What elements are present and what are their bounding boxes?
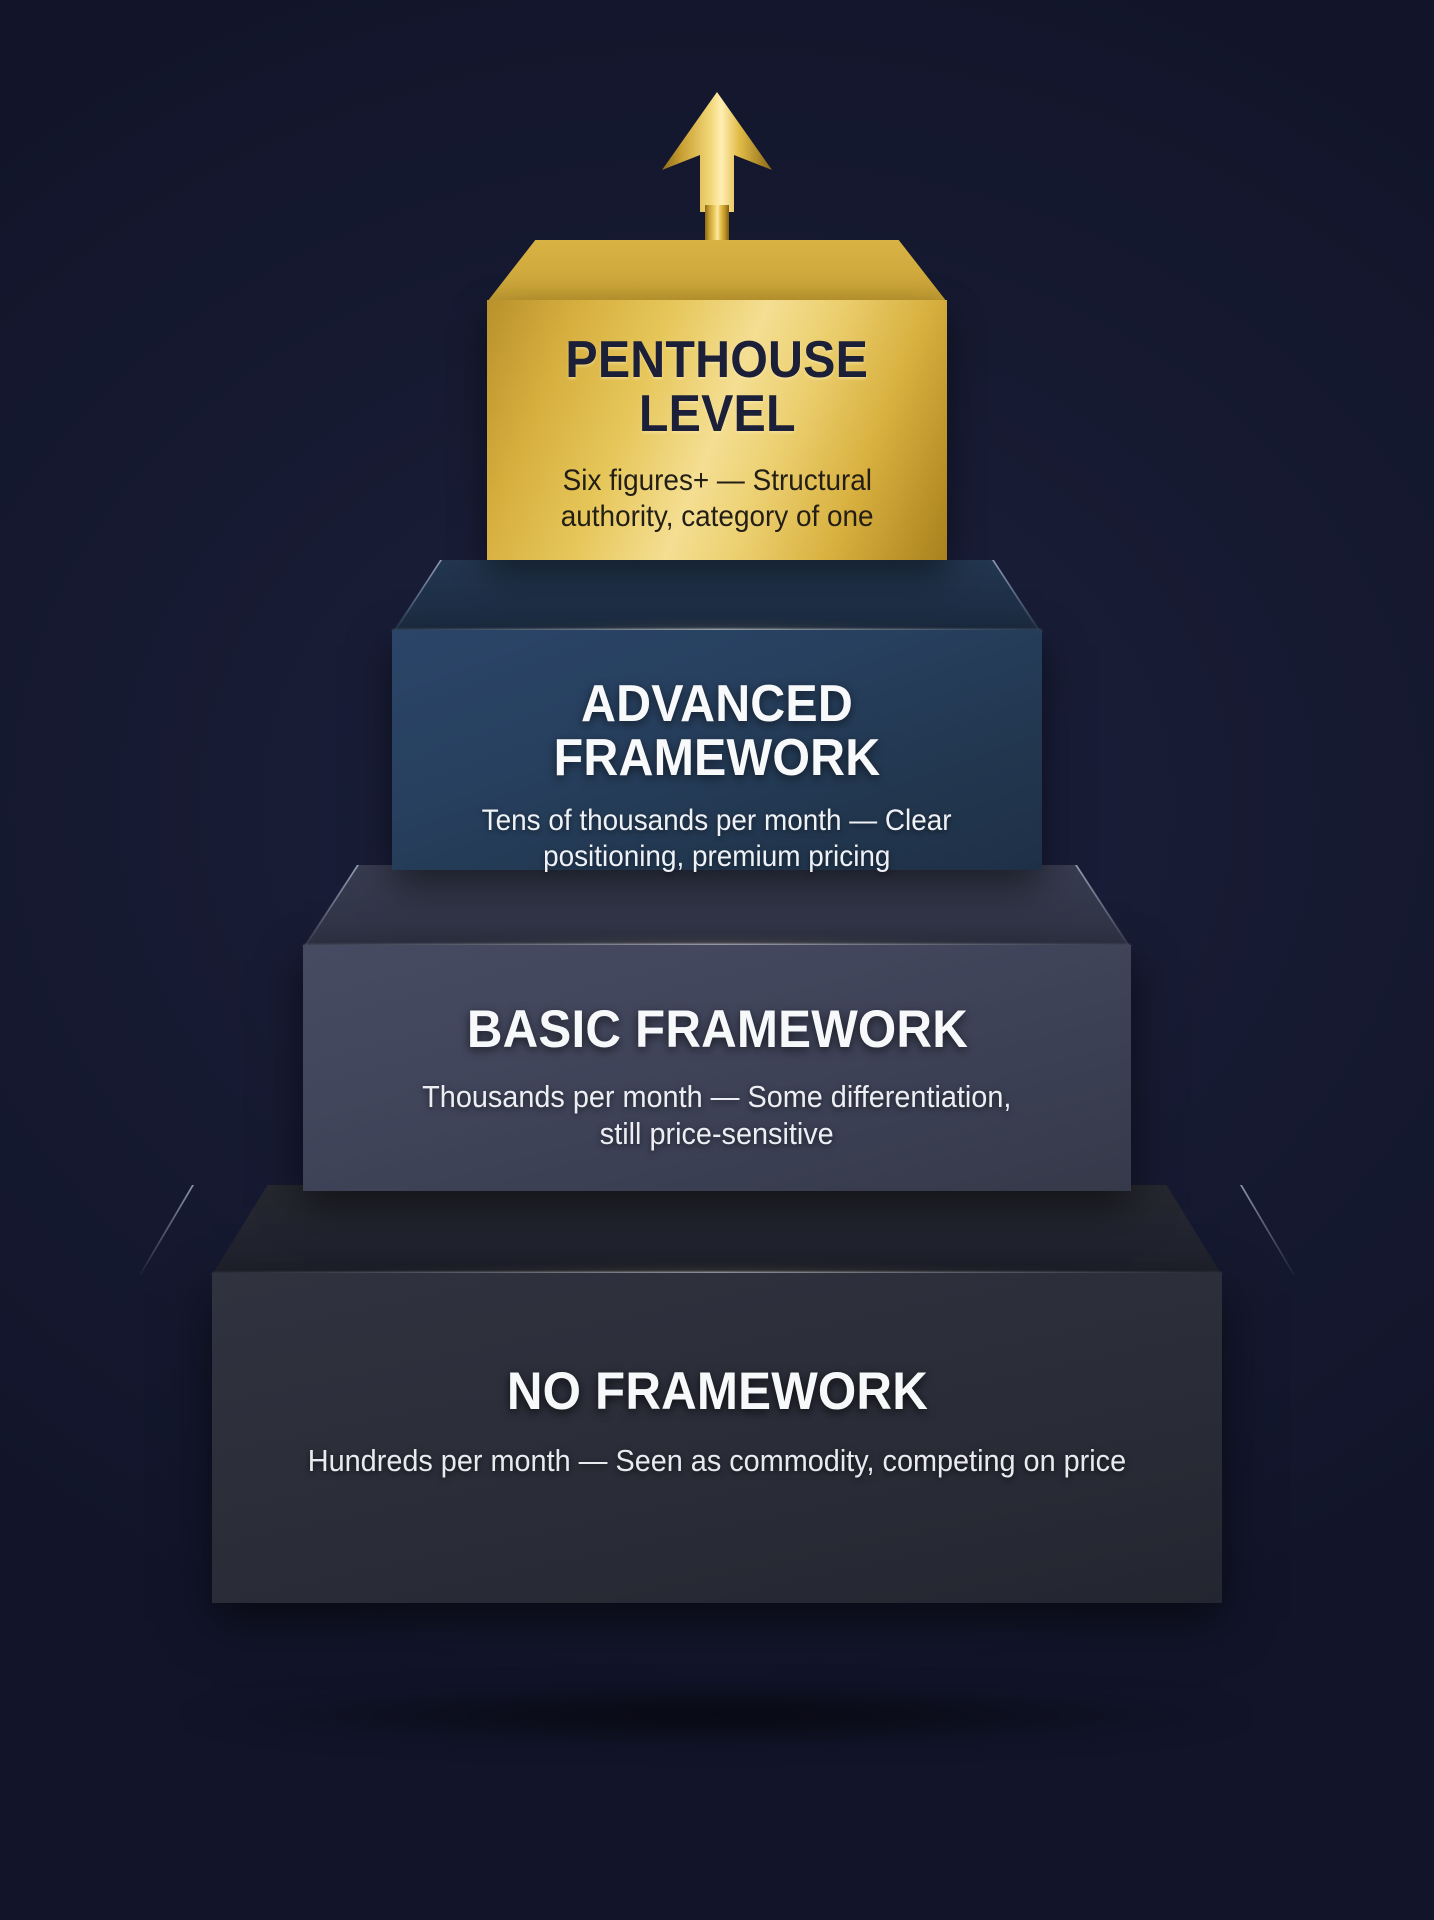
tier-no-framework-top-face [212, 1185, 1222, 1275]
tier-penthouse-level-face: PENTHOUSE LEVEL Six figures+ — Structura… [487, 300, 947, 560]
tier-advanced-framework-face: ADVANCED FRAMEWORK Tens of thousands per… [392, 630, 1042, 873]
tier-no-framework-title: NO FRAMEWORK [506, 1362, 928, 1421]
tier-basic-framework-title: BASIC FRAMEWORK [466, 1000, 968, 1059]
tier-penthouse-level[interactable]: PENTHOUSE LEVEL Six figures+ — Structura… [0, 240, 1434, 570]
tier-basic-framework-subtitle-line2: still price-sensitive [600, 1115, 834, 1151]
tier-basic-framework-face: BASIC FRAMEWORK Thousands per month — So… [303, 945, 1131, 1191]
floor-shadow [177, 1680, 1257, 1750]
tier-no-framework-face: NO FRAMEWORK Hundreds per month — Seen a… [212, 1273, 1222, 1603]
tier-no-framework-subtitle: Hundreds per month — Seen as commodity, … [307, 1442, 1127, 1478]
tier-no-framework[interactable]: NO FRAMEWORK Hundreds per month — Seen a… [0, 1185, 1434, 1605]
tier-penthouse-level-subtitle-line1: Six figures+ — Structural [562, 464, 872, 498]
tier-penthouse-level-title-line1: PENTHOUSE [565, 331, 869, 389]
tier-advanced-framework[interactable]: ADVANCED FRAMEWORK Tens of thousands per… [0, 560, 1434, 890]
tier-penthouse-level-title-line2: LEVEL [638, 384, 796, 443]
tier-penthouse-level-top-face [487, 240, 947, 302]
tier-advanced-framework-title: ADVANCED FRAMEWORK [553, 675, 881, 787]
tier-penthouse-level-subtitle-line2: authority, category of one [560, 500, 874, 534]
tier-advanced-framework-subtitle-line1: Tens of thousands per month — Clear [482, 804, 952, 838]
tier-basic-framework-subtitle-line1: Thousands per month — Some differentiati… [422, 1078, 1012, 1114]
tier-advanced-framework-top-face [392, 560, 1042, 632]
tier-advanced-framework-subtitle-line2: positioning, premium pricing [543, 840, 891, 874]
tier-basic-framework[interactable]: BASIC FRAMEWORK Thousands per month — So… [0, 865, 1434, 1205]
tier-basic-framework-top-face [303, 865, 1131, 947]
arrow-head-icon [662, 92, 772, 212]
